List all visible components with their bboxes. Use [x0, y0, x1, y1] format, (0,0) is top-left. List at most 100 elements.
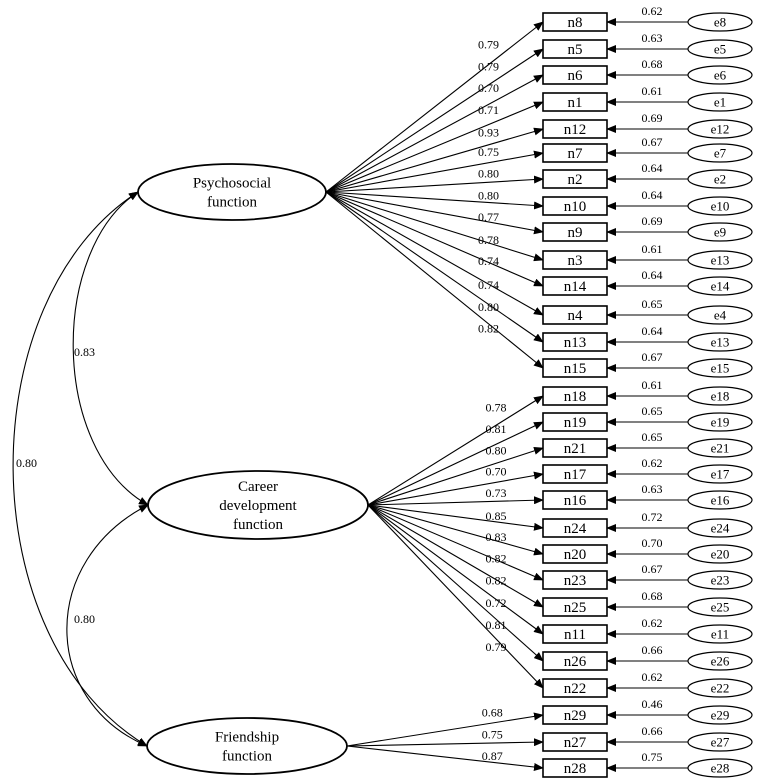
error-value: 0.66 [642, 643, 663, 657]
error-ellipse [687, 518, 753, 538]
indicator-box [542, 624, 608, 644]
indicator-box [542, 490, 608, 510]
error-value: 0.67 [642, 135, 663, 149]
correlation-path [72, 191, 149, 506]
error-ellipse [687, 305, 753, 325]
error-value: 0.70 [642, 536, 663, 550]
error-label: e1 [714, 95, 726, 110]
indicator-box [542, 143, 608, 163]
indicator-box [542, 169, 608, 189]
error-label: e24 [711, 521, 730, 536]
error-value: 0.66 [642, 724, 663, 738]
indicator-label: n6 [568, 68, 584, 84]
loading-path [367, 395, 544, 506]
error-label: e21 [711, 441, 730, 456]
error-label: e22 [711, 681, 730, 696]
loading-value: 0.68 [482, 706, 503, 720]
indicator-box [542, 276, 608, 296]
loading-value: 0.79 [478, 38, 499, 52]
loading-path [325, 191, 544, 262]
error-label: e11 [711, 627, 729, 642]
error-value: 0.65 [642, 430, 663, 444]
error-value: 0.75 [642, 750, 663, 764]
indicator-box [542, 12, 608, 32]
error-label: e18 [711, 389, 730, 404]
error-ellipse [687, 39, 753, 59]
indicator-box [542, 518, 608, 538]
correlation-value: 0.80 [74, 612, 95, 626]
error-value: 0.64 [642, 188, 663, 202]
loading-path [325, 191, 544, 210]
loading-path [325, 150, 544, 193]
error-value: 0.63 [642, 482, 663, 496]
latent-label-fri: function [222, 749, 272, 765]
error-label: e16 [711, 493, 730, 508]
error-ellipse [687, 12, 753, 32]
correlation-value: 0.80 [16, 456, 37, 470]
error-label: e6 [714, 68, 727, 83]
error-label: e20 [711, 547, 730, 562]
error-value: 0.63 [642, 31, 663, 45]
loading-value: 0.81 [486, 618, 507, 632]
error-label: e15 [711, 361, 730, 376]
loading-value: 0.70 [478, 81, 499, 95]
error-label: e19 [711, 415, 730, 430]
indicator-label: n22 [564, 681, 587, 697]
error-label: e2 [714, 172, 726, 187]
error-value: 0.72 [642, 510, 663, 524]
loading-value: 0.74 [478, 278, 499, 292]
error-label: e10 [711, 199, 730, 214]
loading-value: 0.77 [478, 210, 499, 224]
error-value: 0.65 [642, 297, 663, 311]
indicator-label: n28 [564, 761, 587, 777]
latent-label-psy: Psychosocial [193, 176, 271, 192]
error-ellipse [687, 143, 753, 163]
loading-value: 0.87 [482, 749, 503, 763]
loading-value: 0.70 [486, 465, 507, 479]
indicator-label: n21 [564, 441, 587, 457]
error-value: 0.62 [642, 616, 663, 630]
error-value: 0.67 [642, 350, 663, 364]
indicator-label: n18 [564, 389, 587, 405]
indicator-label: n29 [564, 708, 587, 724]
indicator-label: n25 [564, 600, 587, 616]
error-label: e14 [711, 279, 730, 294]
loading-path [325, 175, 544, 193]
loading-value: 0.79 [486, 640, 507, 654]
indicator-box [542, 438, 608, 458]
indicator-box [542, 39, 608, 59]
error-label: e13 [711, 253, 730, 268]
error-label: e7 [714, 146, 727, 161]
error-ellipse [687, 490, 753, 510]
loading-path [325, 191, 544, 369]
indicator-label: n19 [564, 415, 587, 431]
error-value: 0.64 [642, 324, 663, 338]
loading-value: 0.82 [486, 574, 507, 588]
loading-value: 0.80 [478, 300, 499, 314]
indicator-label: n14 [564, 279, 587, 295]
loading-path [367, 496, 544, 506]
error-ellipse [687, 276, 753, 296]
indicator-box [542, 412, 608, 432]
loading-value: 0.78 [486, 401, 507, 415]
indicator-box [542, 678, 608, 698]
loading-value: 0.80 [478, 188, 499, 202]
loading-value: 0.73 [486, 486, 507, 500]
loading-path [325, 48, 544, 193]
error-label: e17 [711, 467, 730, 482]
error-value: 0.64 [642, 161, 663, 175]
indicator-label: n26 [564, 654, 587, 670]
error-ellipse [687, 705, 753, 725]
loading-value: 0.75 [482, 728, 503, 742]
latent-label-psy: function [207, 195, 257, 211]
indicator-box [542, 651, 608, 671]
indicator-label: n2 [568, 172, 583, 188]
loading-value: 0.78 [478, 233, 499, 247]
latent-ellipse-car [147, 470, 369, 540]
indicator-box [542, 332, 608, 352]
indicator-label: n11 [564, 627, 586, 643]
error-label: e28 [711, 761, 730, 776]
loading-path [325, 191, 544, 235]
loading-value: 0.74 [478, 254, 499, 268]
